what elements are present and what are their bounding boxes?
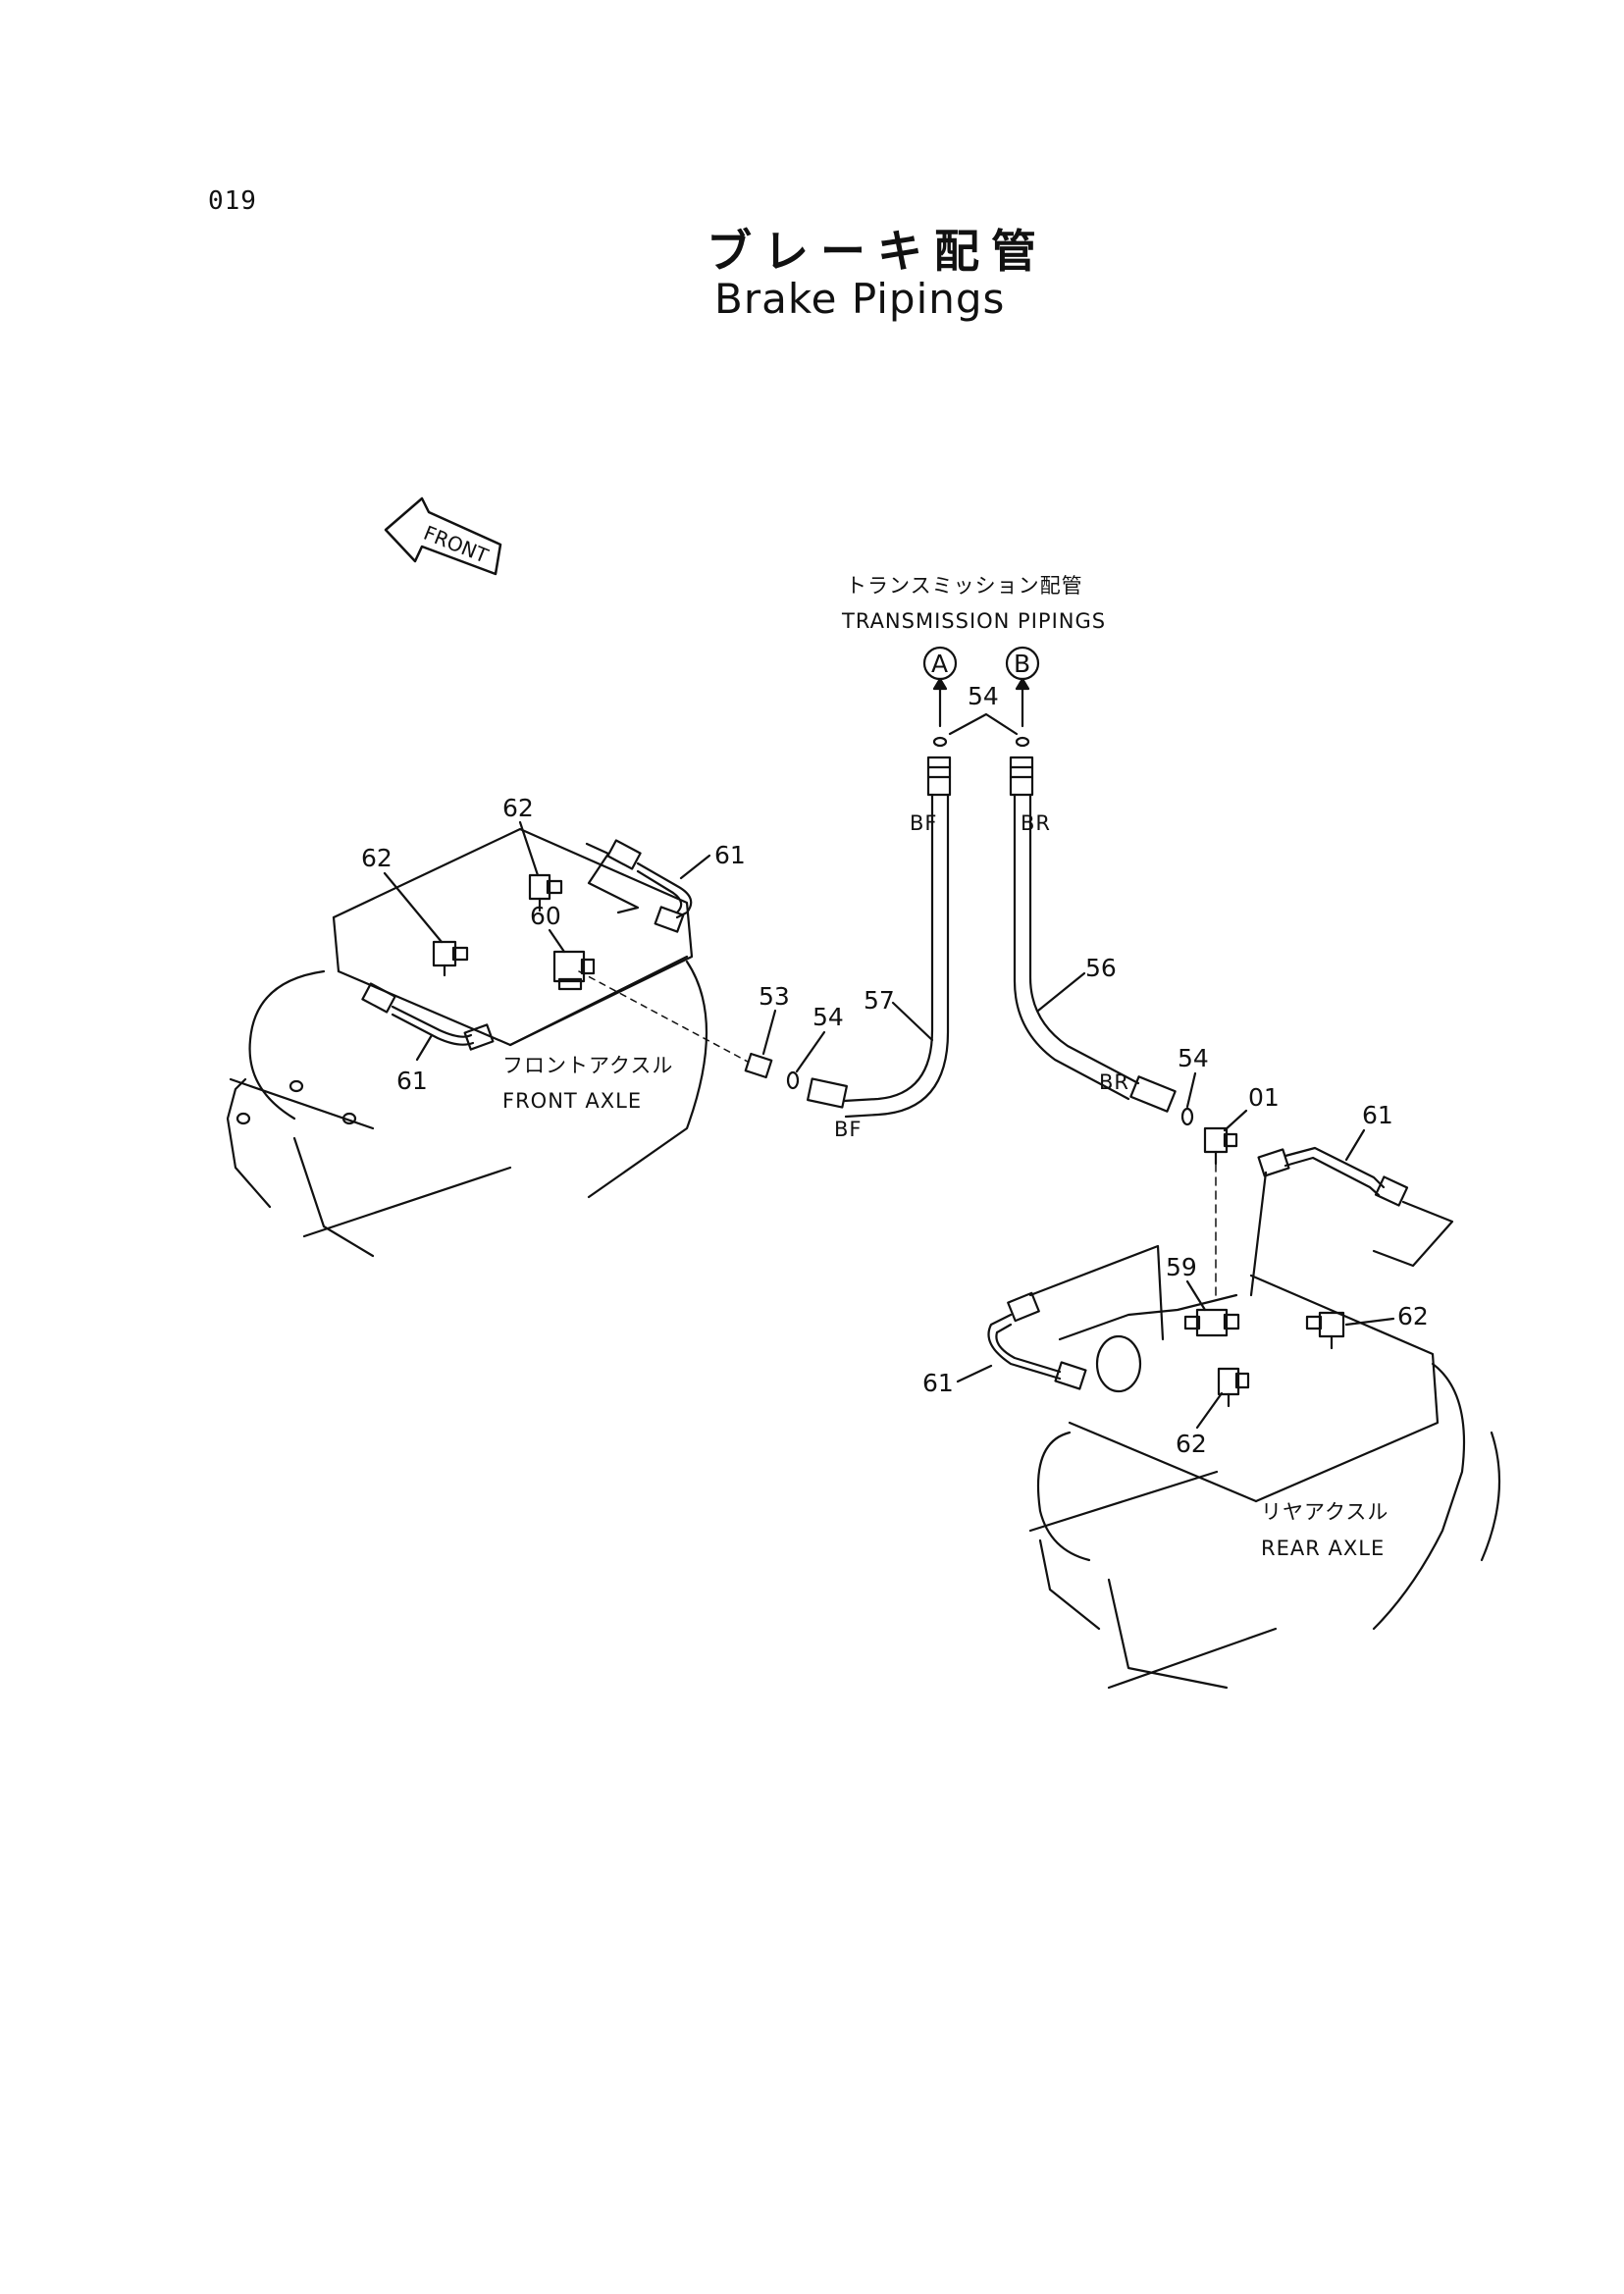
front-arrow-label: FRONT: [420, 521, 492, 568]
part-54-rear: 54: [1178, 1044, 1209, 1072]
rear-fitting-62-bottom: [1217, 1367, 1250, 1408]
br-mark-bottom: BR: [1099, 1070, 1129, 1094]
transmission-label-en: TRANSMISSION PIPINGS: [841, 609, 1106, 633]
part-54-top: 54: [968, 682, 999, 710]
front-fitting-62-left: [432, 940, 469, 977]
bf-mark-top: BF: [910, 811, 938, 835]
part-56: 56: [1085, 954, 1117, 982]
hose-57: BF BF: [807, 756, 952, 1141]
part-61-rear-left: 61: [922, 1369, 954, 1397]
transmission-label-jp: トランスミッション配管: [846, 574, 1083, 598]
rear-pipe-61-left: [987, 1244, 1165, 1390]
part-62-front-top: 62: [502, 794, 534, 822]
title-japanese: ブレーキ配管: [707, 225, 1048, 278]
connector-a: A: [922, 646, 958, 728]
front-axle: フロントアクスル FRONT AXLE: [226, 827, 708, 1258]
part-61-rear-top: 61: [1362, 1101, 1393, 1129]
hose-56: BR BR: [1009, 756, 1177, 1113]
part-57: 57: [864, 986, 895, 1015]
front-pipe-61-top: [585, 839, 693, 933]
connector-b: B: [1005, 646, 1040, 728]
rear-axle-label-jp: リヤアクスル: [1261, 1500, 1388, 1524]
part-62-rear-bottom: 62: [1176, 1430, 1207, 1458]
front-pipe-61-bottom: [361, 982, 495, 1051]
part-62-rear-right: 62: [1397, 1302, 1429, 1330]
part-01: 01: [1248, 1083, 1280, 1112]
rear-fitting-01: [1203, 1126, 1238, 1166]
br-mark-top: BR: [1021, 811, 1051, 835]
part-62-front-left: 62: [361, 844, 393, 872]
page-number: 019: [208, 186, 257, 216]
bf-mark-bottom: BF: [834, 1118, 863, 1141]
title-english: Brake Pipings: [714, 275, 1006, 323]
part-61-front-top: 61: [714, 841, 746, 869]
part-53: 53: [759, 982, 790, 1011]
rear-fitting-59: [1183, 1308, 1240, 1337]
front-axle-label-en: FRONT AXLE: [502, 1089, 642, 1113]
part-61-front-bottom: 61: [396, 1067, 428, 1095]
rear-axle-label-en: REAR AXLE: [1261, 1537, 1385, 1560]
part-60: 60: [530, 902, 561, 930]
front-fitting-62-top: [528, 873, 563, 912]
front-axle-label-jp: フロントアクスル: [502, 1054, 673, 1077]
part-59: 59: [1166, 1253, 1197, 1281]
rear-fitting-62-right: [1305, 1311, 1345, 1350]
front-fitting-60: [552, 950, 596, 991]
part-54-front: 54: [812, 1003, 844, 1031]
connector-a-label: A: [931, 650, 948, 678]
rear-pipe-61-top: [1249, 1146, 1454, 1297]
rear-axle: リヤアクスル REAR AXLE: [1028, 1274, 1501, 1690]
front-arrow-icon: FRONT: [384, 496, 502, 576]
connector-b-label: B: [1014, 650, 1030, 678]
